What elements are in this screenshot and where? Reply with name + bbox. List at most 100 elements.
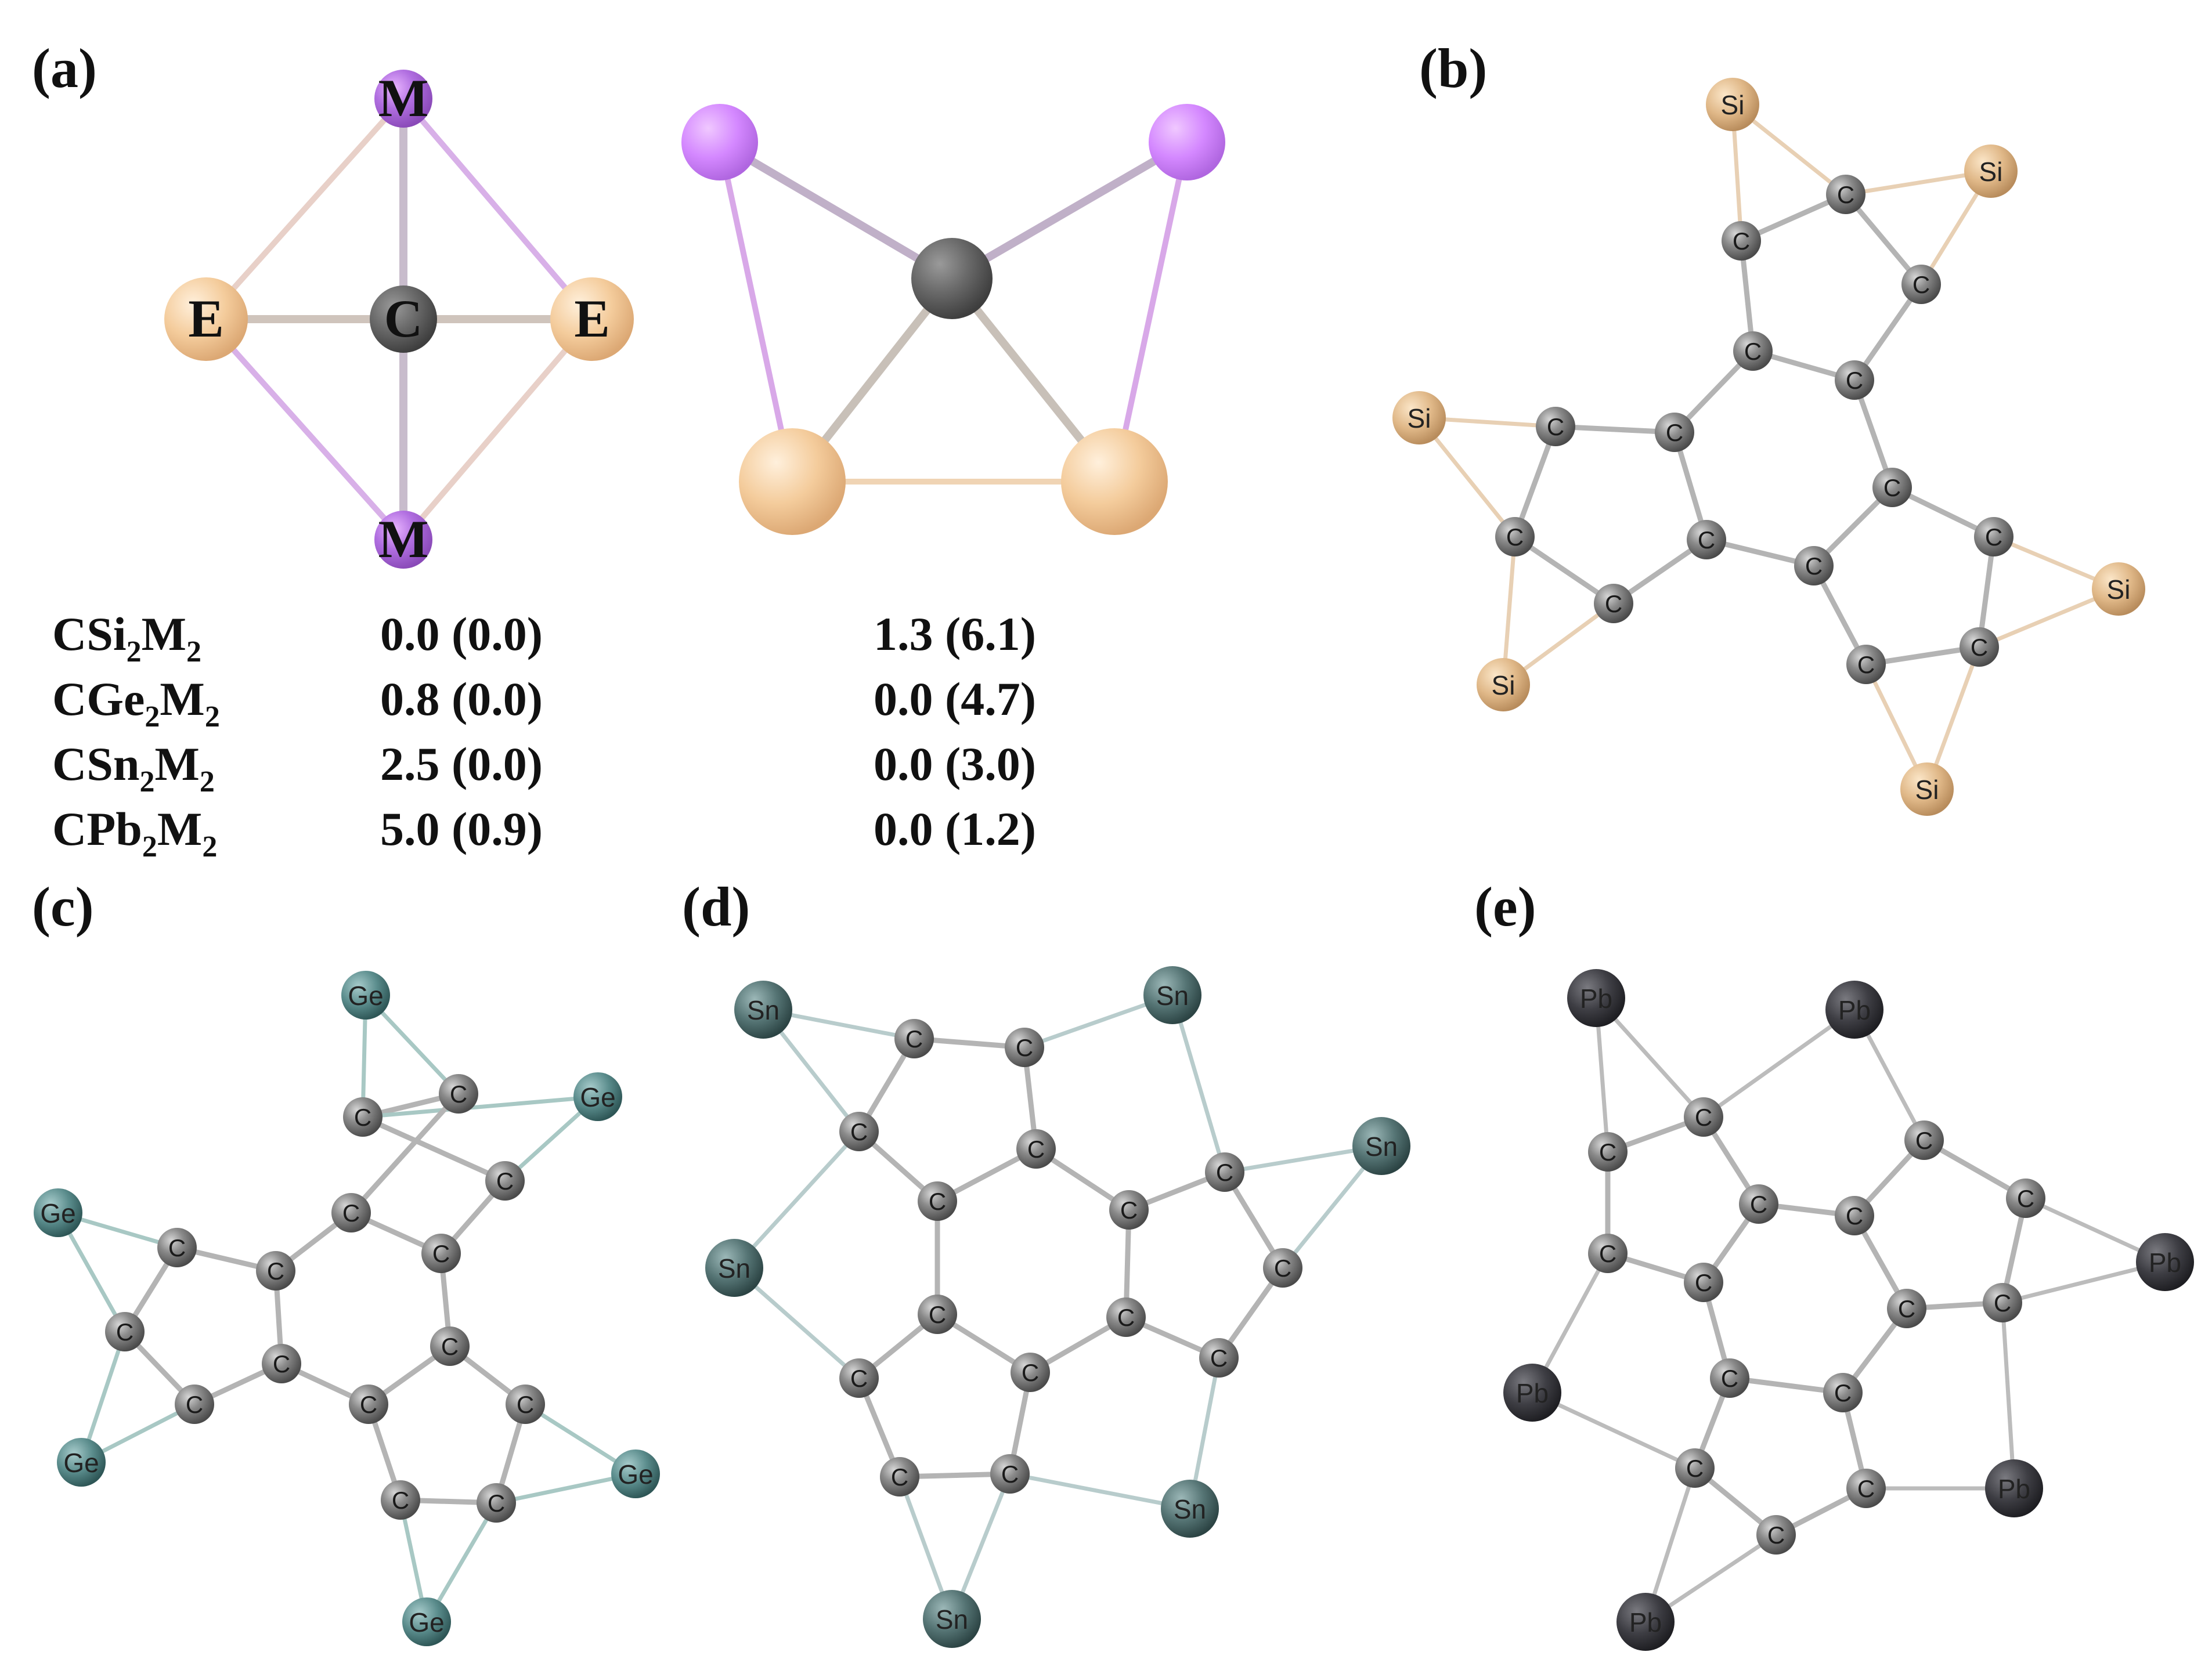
bond	[2000, 1300, 2016, 1491]
lead-atom	[1985, 1459, 2043, 1517]
atom-label-c: C	[1547, 413, 1564, 440]
carbon-atom	[1846, 645, 1886, 684]
atom-label-c: C	[1605, 590, 1622, 617]
energy-value-ptc: 5.0 (0.9)	[380, 803, 543, 855]
carbon-atom	[1835, 1196, 1874, 1235]
atom-label-c: C	[1686, 1455, 1704, 1482]
panel-label-c: (c)	[32, 876, 94, 938]
bond	[348, 1091, 461, 1216]
carbon-atom	[349, 1385, 388, 1424]
bonds	[56, 993, 638, 1624]
atom-label-c: C	[1001, 1461, 1019, 1488]
lead-atom	[2136, 1233, 2194, 1291]
energy-value-isomer: 0.0 (4.7)	[874, 673, 1036, 725]
atom-label-c: C	[929, 1301, 946, 1328]
carbon-atom	[262, 1344, 301, 1383]
atom-label-pb: Pb	[2149, 1248, 2181, 1278]
carbon-atom	[1005, 1028, 1044, 1067]
atom-label-c: C	[441, 1333, 459, 1360]
carbon-atom	[1205, 1152, 1244, 1192]
structure-a-right	[681, 104, 1225, 535]
carbon-atom	[175, 1385, 214, 1424]
alkali-atom	[681, 104, 758, 180]
atom-label-ge: Ge	[348, 981, 383, 1011]
bond	[1530, 1390, 1697, 1470]
atom-label-c: C	[168, 1234, 186, 1261]
table-row: CPb2M2 5.0 (0.9) 0.0 (1.2)	[52, 803, 1036, 863]
carbon-atom	[918, 1295, 957, 1334]
carbon-atom	[1974, 517, 2013, 556]
carbon-atom	[839, 1112, 879, 1151]
germanium-atom	[573, 1072, 622, 1121]
bond	[1701, 1007, 1857, 1119]
carbon-atom	[1594, 584, 1633, 623]
atom-label-c: C	[1834, 1379, 1852, 1407]
carbon-atom	[1846, 1469, 1886, 1508]
carbon-atom	[1495, 517, 1535, 556]
atom-label-c: C	[432, 1240, 450, 1267]
carbon-atom	[1588, 1234, 1628, 1273]
atom-label-sn: Sn	[1156, 981, 1189, 1011]
carbon-atom	[1109, 1190, 1149, 1230]
bond-M-E	[400, 96, 595, 322]
bond	[1512, 534, 1616, 606]
atom-label-ge: Ge	[618, 1459, 653, 1490]
carbon-atom	[439, 1074, 478, 1114]
lead-atom	[1825, 981, 1883, 1039]
carbon-atom	[506, 1385, 545, 1424]
atom-label-c: C	[392, 1487, 409, 1514]
atom-label-c: C	[496, 1167, 514, 1195]
atom-label-c: C	[267, 1257, 284, 1285]
carbon-atom	[1739, 1184, 1778, 1224]
carbon-atom	[343, 1097, 383, 1137]
atom-label-c: C	[1666, 419, 1683, 446]
atom-label-c: C	[116, 1318, 133, 1346]
structure-a-left: M M E E C	[164, 68, 634, 569]
atom-label-si: Si	[1979, 157, 2003, 187]
carbon-atom	[1710, 1358, 1749, 1398]
germanium-atom	[341, 971, 390, 1020]
atom-label-M: M	[378, 509, 429, 569]
bond	[716, 138, 956, 283]
table-row: CGe2M2 0.8 (0.0) 0.0 (4.7)	[52, 673, 1036, 733]
tin-atom	[1161, 1480, 1219, 1538]
atom-label-sn: Sn	[718, 1253, 750, 1284]
bonds	[732, 993, 1384, 1621]
table-row: CSi2M2 0.0 (0.0) 1.3 (6.1)	[52, 608, 1036, 668]
carbon-atom	[1106, 1297, 1146, 1337]
silicon-atom	[1706, 78, 1759, 131]
atom-label-si: Si	[1915, 775, 1939, 805]
table-row: CSn2M2 2.5 (0.0) 0.0 (3.0)	[52, 738, 1036, 798]
carbon-atom	[1826, 175, 1865, 214]
bond	[360, 1114, 508, 1184]
atom-label-si: Si	[1492, 670, 1515, 700]
carbon-atom	[1794, 546, 1834, 585]
atom-label-c: C	[1750, 1191, 1767, 1218]
carbon-atom	[1904, 1120, 1944, 1160]
bond	[1553, 424, 1677, 435]
carbon-atom	[1675, 1448, 1715, 1488]
atom-label-c: C	[1022, 1359, 1039, 1386]
carbon-atom	[381, 1480, 420, 1520]
atom-label-c: C	[1985, 523, 2002, 551]
atom-label-c: C	[2017, 1185, 2034, 1212]
atom-label-c: C	[1846, 367, 1863, 394]
tin-atom	[1352, 1117, 1410, 1175]
carbon-atom	[918, 1181, 957, 1221]
tin-atom	[705, 1239, 763, 1297]
atom-label-c: C	[1913, 271, 1930, 298]
carbon-atom	[1887, 1289, 1926, 1328]
atom-label-c: C	[1994, 1289, 2011, 1317]
carbon-atom	[1588, 1132, 1628, 1172]
atom-label-c: C	[354, 1104, 371, 1131]
bond	[732, 1129, 861, 1270]
silicon-atom	[1900, 762, 1954, 816]
atom-label-c: C	[1210, 1344, 1228, 1372]
atom-label-c: C	[488, 1490, 505, 1517]
atom-label-E: E	[574, 289, 609, 348]
formula: CSi2M2	[52, 608, 201, 668]
